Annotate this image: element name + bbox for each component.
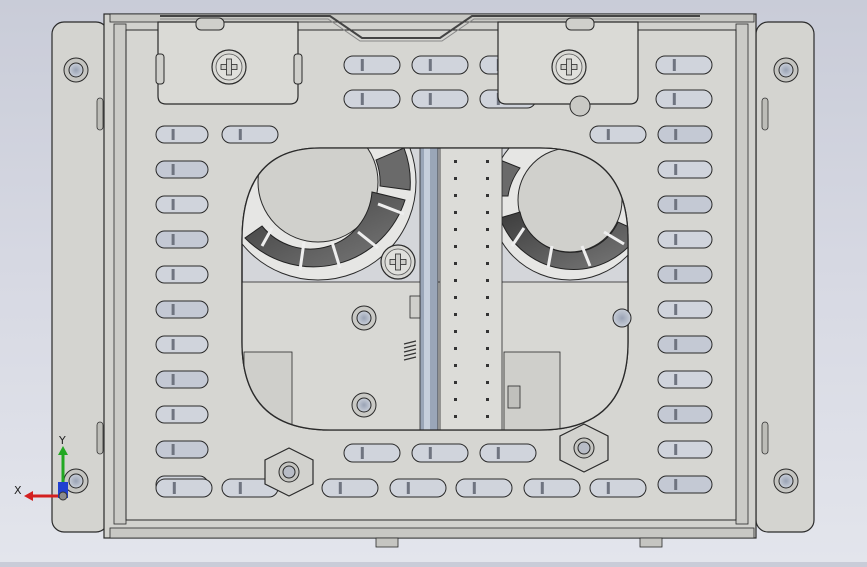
vent-slot [657,265,713,284]
vent-slot [411,55,469,75]
vent-slot [155,265,209,284]
vent-slot [411,443,469,463]
vent-slot [657,370,713,389]
phillips-screw [211,49,247,85]
vent-slot [343,443,401,463]
vent-slot [657,335,713,354]
vent-slot [657,230,713,249]
mounting-hole-bottom-left [63,468,89,494]
vent-slot [155,230,209,249]
mounting-hole-bottom-right [773,468,799,494]
vent-slot [657,440,713,459]
y-axis-label: Y [59,434,66,447]
vent-slot [479,443,537,463]
vent-slot [655,55,713,75]
vent-slot [155,125,209,144]
vent-slot [221,125,279,144]
vent-slot [321,478,379,498]
vent-slot [155,160,209,179]
vent-slot [155,405,209,424]
vent-slot [589,125,647,144]
vent-slot [343,89,401,109]
vent-slot [657,160,713,179]
vent-slot [389,478,447,498]
vent-slot [589,478,647,498]
fan-recess [241,147,629,431]
vent-slot [155,370,209,389]
phillips-screw [380,244,416,280]
mounting-hole-top-right [773,57,799,83]
top-handle-wire [160,15,700,39]
z-axis-indicator [58,482,68,498]
phillips-screw [551,49,587,85]
vent-slot [657,300,713,319]
vent-slot [155,478,213,498]
vent-slot [657,125,713,144]
vent-slot [523,478,581,498]
vent-slot [343,55,401,75]
phillips-screws [211,49,587,280]
hex-standoff-right [559,423,609,473]
vent-slot [155,335,209,354]
hex-standoff-left [264,447,314,497]
fan-left [242,148,417,281]
vent-slot [411,89,469,109]
vent-slot [155,300,209,319]
vent-slot [155,440,209,459]
mounting-hole-top-left [63,57,89,83]
right-flange [755,21,815,533]
vent-slot [657,405,713,424]
flange-holes [63,57,799,494]
recess-holes [351,305,632,418]
coordinate-triad: Y X [14,434,84,510]
vent-slot [455,478,513,498]
vent-slot [655,89,713,109]
vent-slot [155,195,209,214]
pin-header [403,148,503,430]
vent-slot [657,475,713,494]
vent-slot [657,195,713,214]
x-axis-label: X [14,484,22,497]
